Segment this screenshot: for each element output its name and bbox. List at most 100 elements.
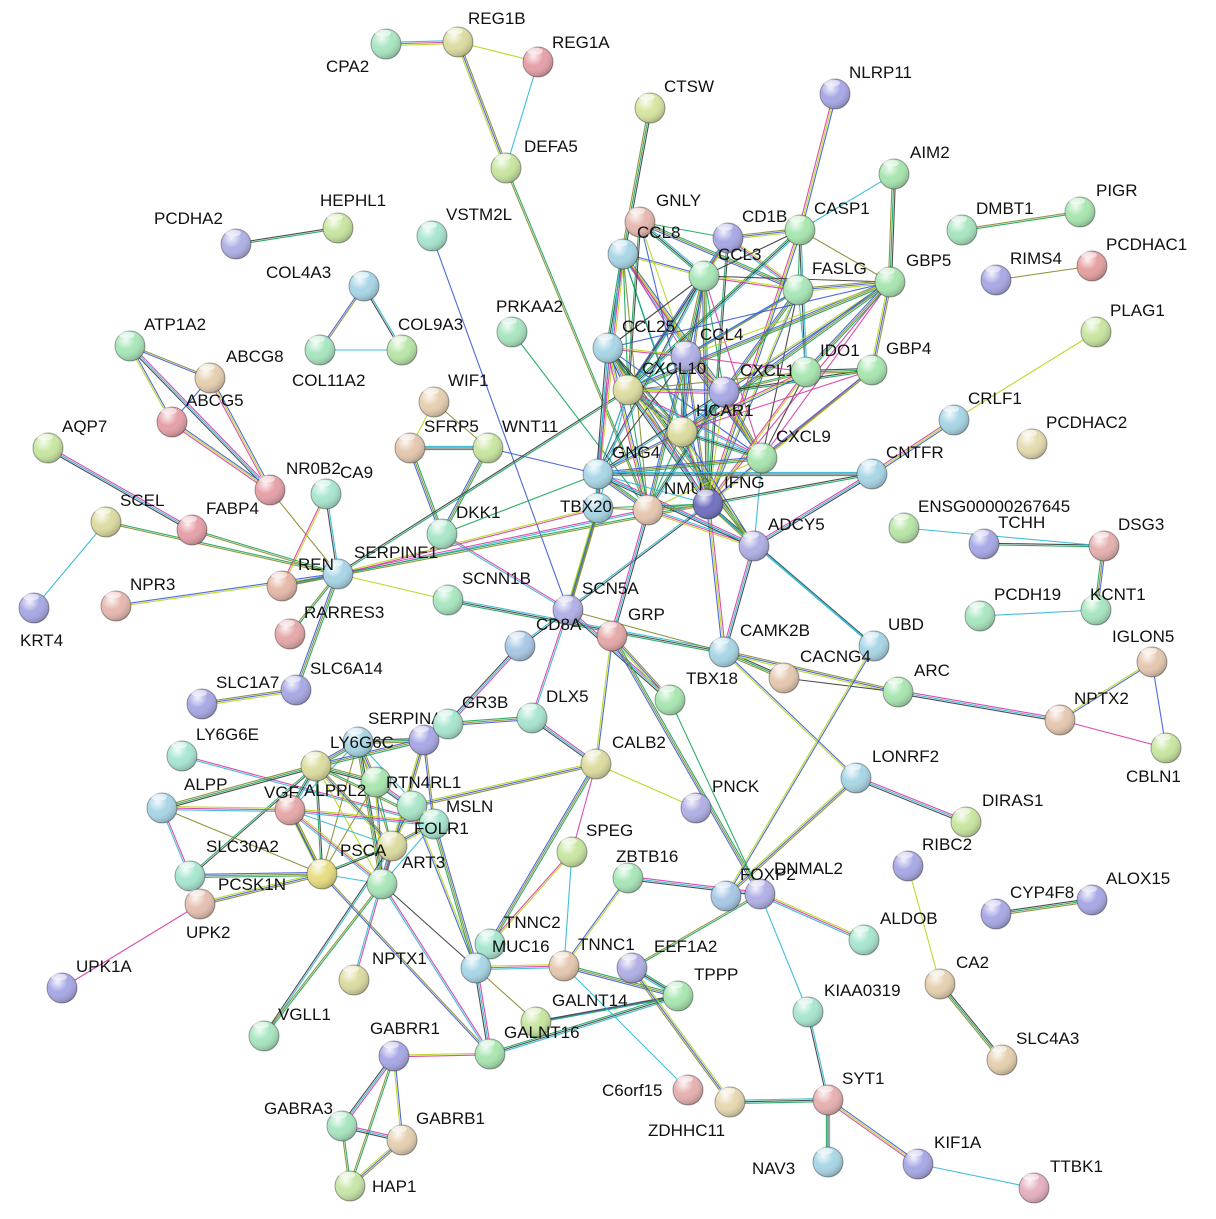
node-LONRF2[interactable]: LONRF2 xyxy=(840,747,939,794)
node-CTSW[interactable]: CTSW xyxy=(634,77,714,124)
node-NPR3[interactable]: NPR3 xyxy=(100,575,175,622)
node-SLC4A3[interactable]: SLC4A3 xyxy=(986,1029,1079,1076)
node-COL11A2[interactable]: COL11A2 xyxy=(292,334,365,390)
node-GRP[interactable]: GRP xyxy=(596,605,665,652)
node-PCSK1N[interactable]: PCSK1N xyxy=(218,858,338,894)
node-ENSG00000267645[interactable]: ENSG00000267645 xyxy=(888,497,1070,544)
node-WNT11[interactable]: WNT11 xyxy=(472,417,558,464)
node-FABP4[interactable]: FABP4 xyxy=(176,499,259,546)
node-DLX5[interactable]: DLX5 xyxy=(516,687,589,734)
node-SCEL[interactable]: SCEL xyxy=(90,491,164,538)
node-CA9[interactable]: CA9 xyxy=(310,463,373,510)
node-LY6G6E[interactable]: LY6G6E xyxy=(166,725,259,772)
node-ZDHHC11[interactable]: ZDHHC11 xyxy=(648,1086,746,1140)
node-SLC1A7[interactable]: SLC1A7 xyxy=(186,673,279,720)
node-DEFA5[interactable]: DEFA5 xyxy=(490,137,578,184)
node-GR3B[interactable]: GR3B xyxy=(432,693,508,740)
node-MSLN[interactable]: MSLN xyxy=(396,790,493,822)
node-TNNC1[interactable]: TNNC1 xyxy=(548,935,635,982)
node-NLRP11[interactable]: NLRP11 xyxy=(819,63,912,110)
node-RIMS4[interactable]: RIMS4 xyxy=(980,249,1062,296)
node-GABRR1[interactable]: GABRR1 xyxy=(370,1019,440,1072)
node-SFRP5[interactable]: SFRP5 xyxy=(394,417,479,464)
node-ALDOB[interactable]: ALDOB xyxy=(848,909,938,956)
node-KIF1A[interactable]: KIF1A xyxy=(902,1133,982,1180)
node-FOXP2[interactable]: FOXP2 xyxy=(740,865,796,910)
node-WIF1[interactable]: WIF1 xyxy=(418,371,489,418)
node-NPTX1[interactable]: NPTX1 xyxy=(338,949,427,996)
node-CNTFR[interactable]: CNTFR xyxy=(856,443,944,490)
node-CCL3[interactable]: CCL3 xyxy=(688,245,761,292)
node-PCDHAC2[interactable]: PCDHAC2 xyxy=(1016,413,1127,460)
node-COL9A3[interactable]: COL9A3 xyxy=(386,315,463,366)
node-SERPINA1[interactable]: SERPINA1 xyxy=(368,709,452,756)
node-DIRAS1[interactable]: DIRAS1 xyxy=(950,791,1043,838)
node-GNG4[interactable]: GNG4 xyxy=(582,443,660,490)
node-PRKAA2[interactable]: PRKAA2 xyxy=(496,297,563,348)
node-CRLF1[interactable]: CRLF1 xyxy=(938,389,1022,436)
node-TBX18[interactable]: TBX18 xyxy=(654,669,738,716)
node-SLC30A2[interactable]: SLC30A2 xyxy=(174,837,279,892)
node-VSTM2L[interactable]: VSTM2L xyxy=(416,205,512,252)
node-REG1A[interactable]: REG1A xyxy=(522,33,610,78)
node-ZBTB16[interactable]: ZBTB16 xyxy=(612,847,678,894)
node-EEF1A2[interactable]: EEF1A2 xyxy=(616,937,717,984)
node-VGLL1[interactable]: VGLL1 xyxy=(248,1005,331,1052)
node-ARC[interactable]: ARC xyxy=(882,661,950,708)
node-KCNT1[interactable]: KCNT1 xyxy=(1080,585,1146,626)
node-CALB2[interactable]: CALB2 xyxy=(580,733,666,780)
node-HEPHL1[interactable]: HEPHL1 xyxy=(320,191,386,244)
node-CPA2[interactable]: CPA2 xyxy=(326,28,402,76)
node-CXCL11[interactable]: CXCL11 xyxy=(708,361,803,408)
node-UBD[interactable]: UBD xyxy=(858,615,924,662)
node-CBLN1[interactable]: CBLN1 xyxy=(1126,732,1182,786)
node-CXCL10[interactable]: CXCL10 xyxy=(612,359,706,406)
node-NMU[interactable]: NMU xyxy=(632,479,703,526)
node-CYP4F8[interactable]: CYP4F8 xyxy=(980,883,1074,930)
node-TNNC2[interactable]: TNNC2 xyxy=(474,913,561,960)
node-LY6G6C[interactable]: LY6G6C xyxy=(330,726,394,758)
node-SYT1[interactable]: SYT1 xyxy=(812,1069,885,1116)
node-DMBT1[interactable]: DMBT1 xyxy=(946,199,1034,246)
node-SCN5A[interactable]: SCN5A xyxy=(552,579,639,626)
node-CACNG4[interactable]: CACNG4 xyxy=(768,647,871,694)
node-GABRB1[interactable]: GABRB1 xyxy=(386,1109,485,1156)
node-MUC16[interactable]: MUC16 xyxy=(460,937,550,984)
node-UPK2[interactable]: UPK2 xyxy=(184,888,230,942)
node-IDO1[interactable]: IDO1 xyxy=(790,341,860,388)
node-C6orf15[interactable]: C6orf15 xyxy=(602,1074,704,1106)
node-IFNG[interactable]: IFNG xyxy=(692,473,765,520)
node-GALNT16[interactable]: GALNT16 xyxy=(474,1023,580,1070)
node-ADCY5[interactable]: ADCY5 xyxy=(738,515,825,562)
node-REG1B[interactable]: REG1B xyxy=(442,9,526,58)
node-TTBK1[interactable]: TTBK1 xyxy=(1018,1157,1103,1204)
node-REN[interactable]: REN xyxy=(298,555,354,590)
node-GBP4[interactable]: GBP4 xyxy=(856,339,931,386)
node-FOLR1[interactable]: FOLR1 xyxy=(414,808,469,840)
node-RIBC2[interactable]: RIBC2 xyxy=(892,835,972,882)
node-CCL4[interactable]: CCL4 xyxy=(670,325,743,372)
node-GNLY[interactable]: GNLY xyxy=(624,191,701,238)
node-GALNT14[interactable]: GALNT14 xyxy=(520,991,628,1038)
node-GBP5[interactable]: GBP5 xyxy=(874,251,951,298)
node-CD1B[interactable]: CD1B xyxy=(712,207,787,254)
node-TBX20[interactable]: TBX20 xyxy=(560,492,614,524)
node-ART3[interactable]: ART3 xyxy=(366,853,445,900)
node-HCAR1[interactable]: HCAR1 xyxy=(666,401,754,448)
node-ABCG8[interactable]: ABCG8 xyxy=(194,347,284,394)
node-RARRES3[interactable]: RARRES3 xyxy=(274,603,384,650)
node-KIAA0319[interactable]: KIAA0319 xyxy=(792,981,901,1028)
node-CA2[interactable]: CA2 xyxy=(924,953,989,1000)
node-NPTX2[interactable]: NPTX2 xyxy=(1044,689,1129,736)
node-VGF[interactable]: VGF xyxy=(264,783,306,826)
node-CCL25[interactable]: CCL25 xyxy=(592,317,675,364)
node-TPPP[interactable]: TPPP xyxy=(662,965,738,1012)
node-UPK1A[interactable]: UPK1A xyxy=(46,957,132,1004)
node-CD8A[interactable]: CD8A xyxy=(504,615,582,662)
node-GABRA3[interactable]: GABRA3 xyxy=(264,1099,358,1142)
node-PCDHAC1[interactable]: PCDHAC1 xyxy=(1076,235,1187,282)
node-NR0B2[interactable]: NR0B2 xyxy=(254,459,341,506)
node-NAV3[interactable]: NAV3 xyxy=(752,1146,844,1178)
node-CASP1[interactable]: CASP1 xyxy=(784,199,870,246)
node-ALPPL2[interactable]: ALPPL2 xyxy=(300,750,366,800)
